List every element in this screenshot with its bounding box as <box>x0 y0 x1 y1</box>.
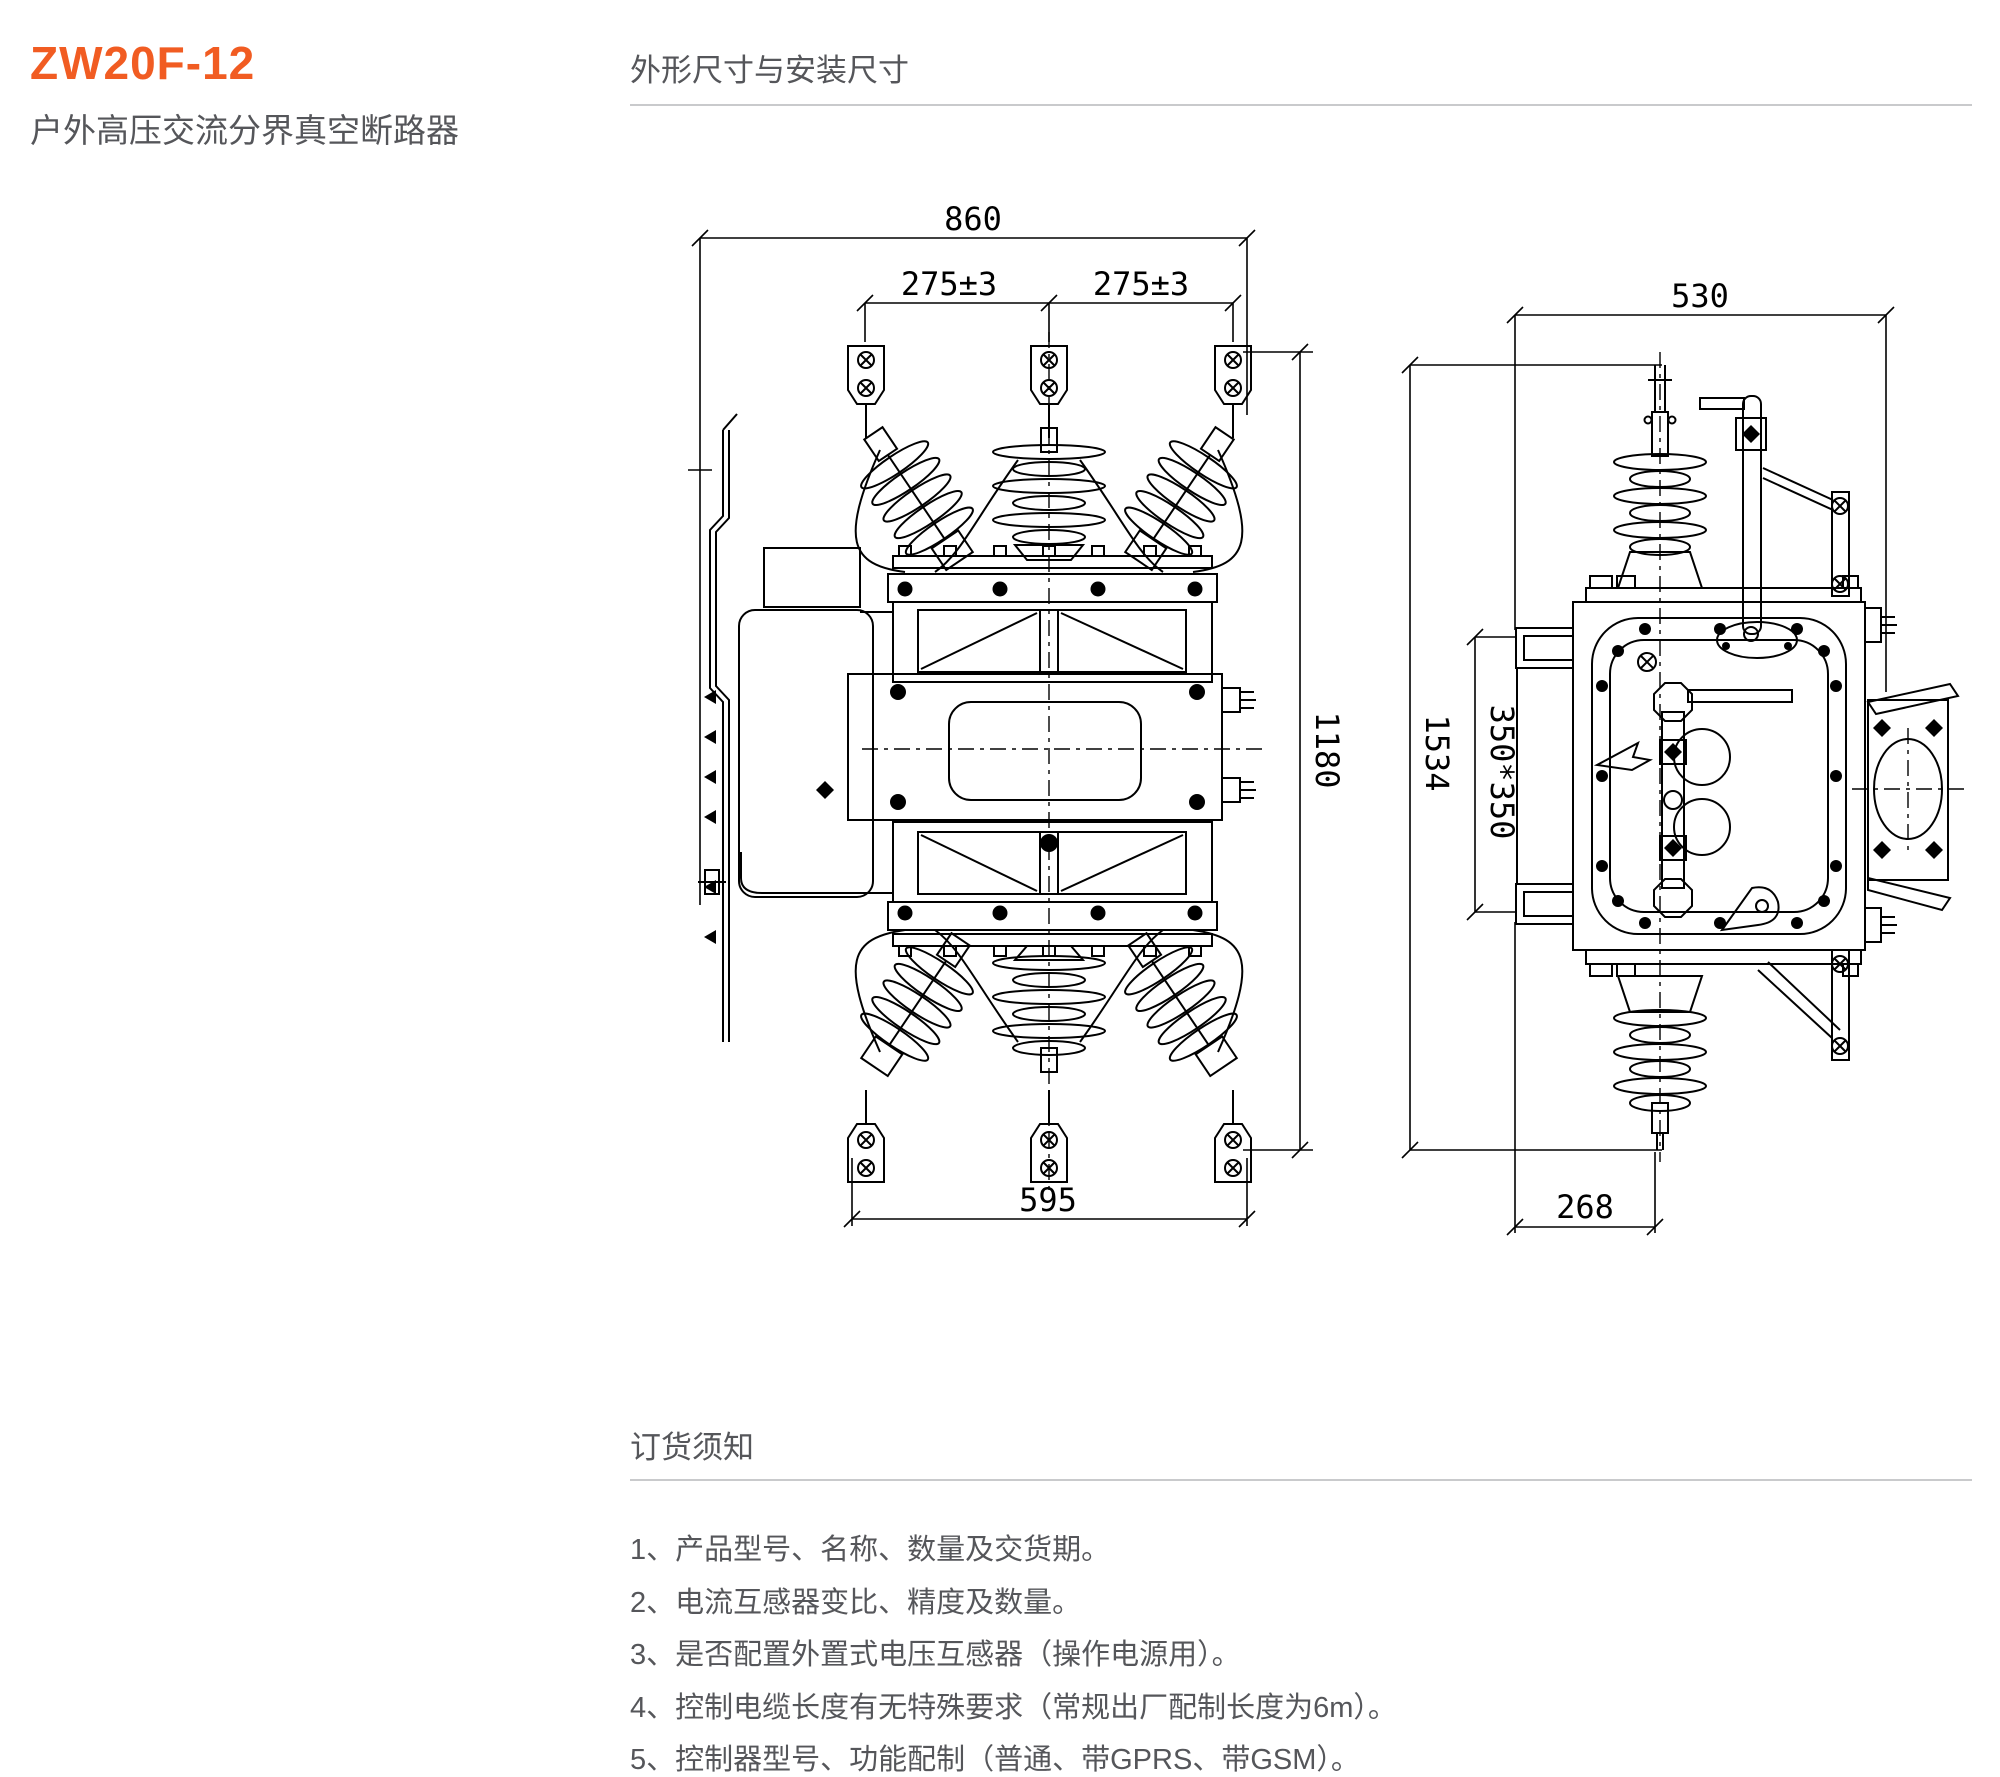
dim-label-268: 268 <box>1556 1188 1614 1226</box>
dim-label-530: 530 <box>1671 277 1729 315</box>
ordering-note-1: 1、产品型号、名称、数量及交货期。 <box>630 1534 1111 1566</box>
front-view-dimensions <box>688 229 1313 1228</box>
dimensions-section-divider <box>630 104 1972 106</box>
ordering-section-title: 订货须知 <box>630 1430 754 1465</box>
tank-door <box>1591 617 1847 935</box>
dimensions-section-title: 外形尺寸与安装尺寸 <box>630 53 909 88</box>
front-view-dimension-labels: 860 275±3 275±3 1180 595 <box>901 200 1346 1219</box>
dim-label-595: 595 <box>1019 1181 1077 1219</box>
dim-label-350x350: 350*350 <box>1483 705 1521 840</box>
dim-label-1180: 1180 <box>1308 711 1346 788</box>
side-view-drawing <box>1515 352 1970 1162</box>
ordering-note-4: 4、控制电缆长度有无特殊要求（常规出厂配制长度为6m）。 <box>630 1692 1397 1724</box>
ordering-note-2: 2、电流互感器变比、精度及数量。 <box>630 1587 1082 1619</box>
side-view-dimensions <box>1401 306 1895 1236</box>
dim-label-275-right: 275±3 <box>1093 265 1189 303</box>
dim-label-860: 860 <box>944 200 1002 238</box>
controller-box <box>738 609 874 898</box>
product-subtitle: 户外高压交流分界真空断路器 <box>30 112 459 149</box>
side-view-dimension-labels: 530 1534 350*350 268 <box>1418 277 1729 1226</box>
ordering-note-3: 3、是否配置外置式电压互感器（操作电源用）。 <box>630 1639 1241 1671</box>
ordering-section-divider <box>630 1479 1972 1481</box>
dim-label-275-left: 275±3 <box>901 265 997 303</box>
dim-label-1534: 1534 <box>1418 714 1456 791</box>
front-view-drawing <box>698 332 1262 1192</box>
ordering-note-5: 5、控制器型号、功能配制（普通、带GPRS、带GSM）。 <box>630 1744 1360 1776</box>
product-model: ZW20F-12 <box>30 37 256 89</box>
